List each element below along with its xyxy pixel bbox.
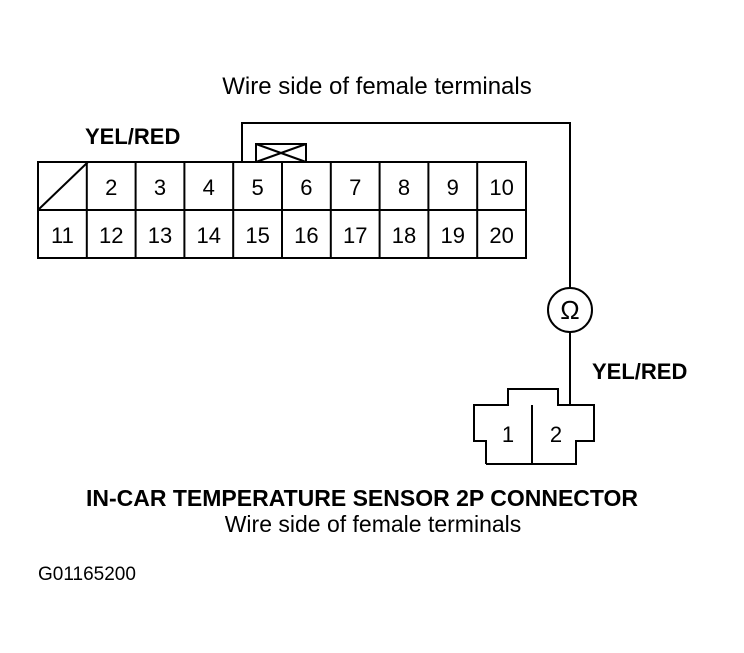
connector-pin: 11 xyxy=(51,223,74,248)
right-wire-label: YEL/RED xyxy=(592,359,687,384)
sensor-pin-1: 1 xyxy=(502,422,514,447)
connector-pin: 20 xyxy=(489,223,513,248)
top-wire-label: YEL/RED xyxy=(85,124,180,149)
big-connector: 2 3 4 5 6 7 8 9 10 11 12 13 14 15 16 17 18 19 20 xyxy=(37,161,527,259)
connector-pin: 8 xyxy=(398,175,410,200)
connector-pin: 14 xyxy=(197,223,221,248)
figure-code: G01165200 xyxy=(38,564,136,585)
sensor-connector: 1 2 xyxy=(473,388,595,465)
ohm-symbol: Ω xyxy=(560,295,579,325)
connector-pin: 4 xyxy=(203,175,215,200)
connector-pin: 17 xyxy=(343,223,367,248)
connector-pin: 18 xyxy=(392,223,416,248)
test-wire xyxy=(241,122,571,288)
connector-pin: 15 xyxy=(245,223,269,248)
ohmmeter-icon: Ω xyxy=(547,287,593,333)
connector-pin: 16 xyxy=(294,223,318,248)
sensor-pin-2: 2 xyxy=(550,422,562,447)
connector-pin: 2 xyxy=(105,175,117,200)
sensor-title: IN-CAR TEMPERATURE SENSOR 2P CONNECTOR xyxy=(86,485,638,511)
probe-tab-icon xyxy=(255,143,307,163)
connector-pin: 19 xyxy=(441,223,465,248)
sensor-subtitle: Wire side of female terminals xyxy=(225,511,522,537)
connector-pin: 9 xyxy=(447,175,459,200)
connector-pin: 7 xyxy=(349,175,361,200)
connector-pin: 6 xyxy=(300,175,312,200)
connector-pin: 10 xyxy=(489,175,513,200)
connector-pin: 3 xyxy=(154,175,166,200)
top-caption: Wire side of female terminals xyxy=(222,73,531,100)
connector-pin: 5 xyxy=(251,175,263,200)
connector-pin: 12 xyxy=(99,223,123,248)
connector-pin: 13 xyxy=(148,223,172,248)
